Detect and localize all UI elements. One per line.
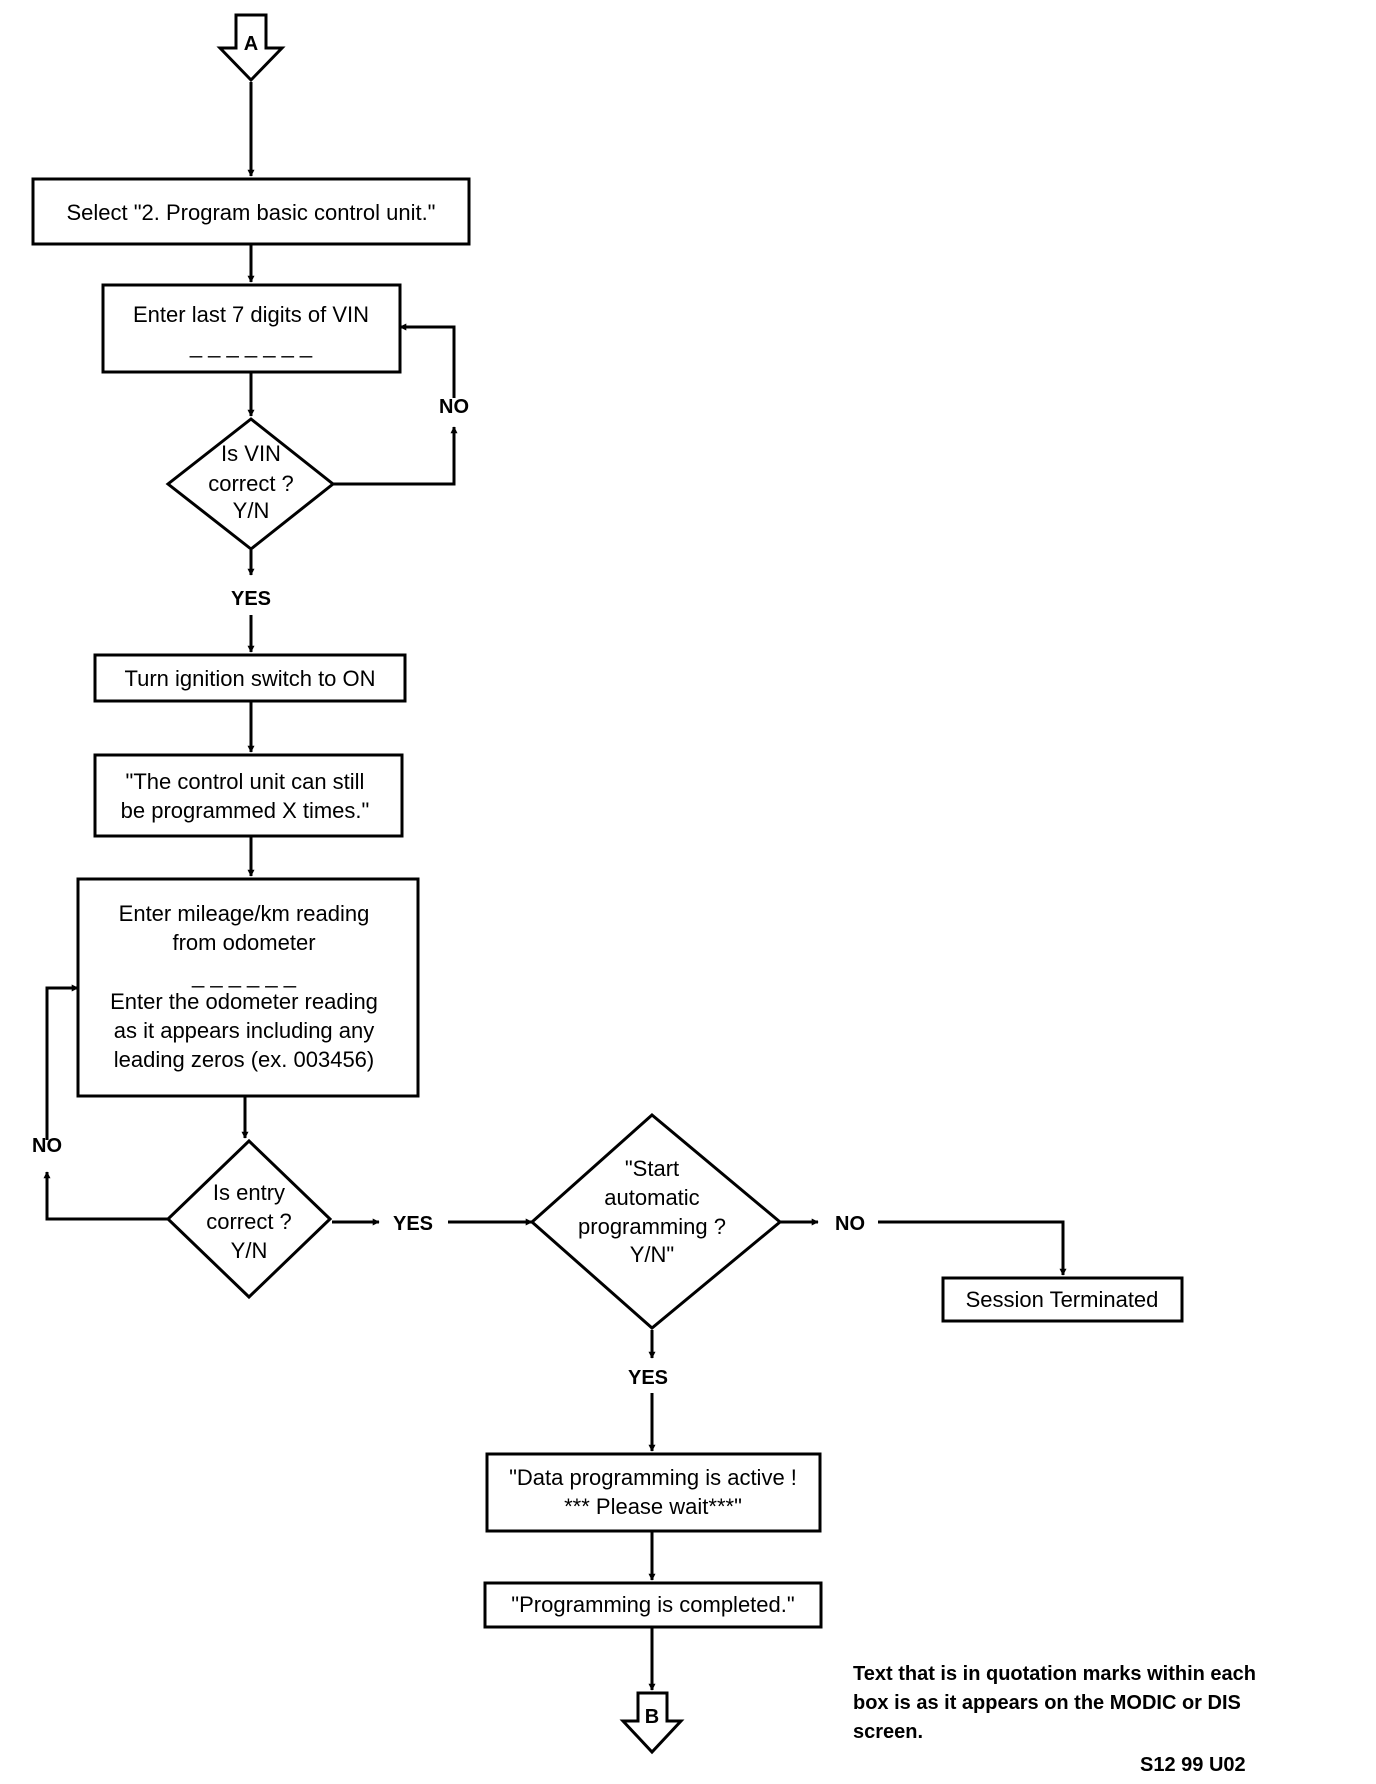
decision-vin-line3: Y/N bbox=[233, 498, 270, 523]
step-data-active: "Data programming is active ! *** Please… bbox=[485, 1452, 822, 1533]
label-vin-no: NO bbox=[439, 396, 469, 418]
step-session-terminated: Session Terminated bbox=[941, 1276, 1184, 1323]
footnote-line3: screen. bbox=[853, 1721, 924, 1743]
step-mileage-line1: Enter mileage/km reading bbox=[119, 901, 370, 926]
step-can-program-line2: be programmed X times." bbox=[121, 798, 370, 823]
decision-start-line1: "Start bbox=[625, 1156, 679, 1181]
step-mileage-line5: as it appears including any bbox=[114, 1018, 375, 1043]
connector-b-label: B bbox=[645, 1706, 659, 1728]
decision-vin-correct: Is VIN correct ? Y/N bbox=[165, 417, 336, 551]
connector-a-label: A bbox=[244, 33, 258, 55]
step-ignition-on-label: Turn ignition switch to ON bbox=[124, 666, 375, 691]
step-can-program-line1: "The control unit can still bbox=[126, 769, 365, 794]
step-ignition-on: Turn ignition switch to ON bbox=[93, 653, 407, 703]
step-select-program-label: Select "2. Program basic control unit." bbox=[66, 200, 435, 225]
arrow-no-to-terminated bbox=[878, 1220, 1067, 1276]
label-start-yes: YES bbox=[628, 1367, 668, 1389]
label-entry-no: NO bbox=[32, 1135, 62, 1157]
step-data-active-line2: *** Please wait***" bbox=[564, 1494, 742, 1519]
footnote-line2: box is as it appears on the MODIC or DIS bbox=[853, 1692, 1241, 1714]
figure-code: S12 99 U02 bbox=[1140, 1754, 1246, 1776]
decision-entry-correct: Is entry correct ? Y/N bbox=[165, 1138, 333, 1300]
decision-start-line3: programming ? bbox=[578, 1214, 726, 1239]
decision-entry-line2: correct ? bbox=[206, 1209, 292, 1234]
footnote: Text that is in quotation marks within e… bbox=[853, 1660, 1353, 1747]
step-session-terminated-label: Session Terminated bbox=[966, 1287, 1159, 1312]
arrow-entry-no-return bbox=[45, 984, 79, 1140]
step-data-active-line1: "Data programming is active ! bbox=[509, 1465, 797, 1490]
arrow-vin-no bbox=[333, 426, 458, 486]
step-enter-mileage: Enter mileage/km reading from odometer _… bbox=[76, 877, 420, 1098]
label-entry-yes: YES bbox=[393, 1213, 433, 1235]
step-enter-vin: Enter last 7 digits of VIN _ _ _ _ _ _ _ bbox=[101, 283, 402, 374]
decision-entry-line1: Is entry bbox=[213, 1180, 285, 1205]
step-mileage-line6: leading zeros (ex. 003456) bbox=[114, 1047, 375, 1072]
step-mileage-line2: from odometer bbox=[172, 930, 315, 955]
decision-start-auto: "Start automatic programming ? Y/N" bbox=[529, 1113, 783, 1330]
decision-entry-line3: Y/N bbox=[231, 1238, 268, 1263]
step-enter-vin-line2: _ _ _ _ _ _ _ bbox=[189, 333, 313, 358]
connector-a: A bbox=[216, 13, 286, 83]
connector-b: B bbox=[619, 1691, 685, 1755]
arrow-vin-no-return bbox=[399, 323, 456, 398]
step-enter-vin-line1: Enter last 7 digits of VIN bbox=[133, 302, 369, 327]
decision-start-line4: Y/N" bbox=[630, 1242, 674, 1267]
arrow-entry-no bbox=[43, 1171, 168, 1221]
step-mileage-line3: _ _ _ _ _ _ bbox=[191, 963, 297, 988]
footnote-line1: Text that is in quotation marks within e… bbox=[853, 1663, 1257, 1685]
decision-vin-line1: Is VIN bbox=[221, 441, 281, 466]
step-mileage-line4: Enter the odometer reading bbox=[110, 989, 378, 1014]
step-can-program: "The control unit can still be programme… bbox=[93, 753, 404, 838]
decision-vin-line2: correct ? bbox=[208, 471, 294, 496]
step-completed: "Programming is completed." bbox=[483, 1581, 823, 1629]
step-select-program: Select "2. Program basic control unit." bbox=[31, 177, 471, 246]
label-start-no: NO bbox=[835, 1213, 865, 1235]
decision-start-line2: automatic bbox=[604, 1185, 699, 1210]
label-vin-yes: YES bbox=[231, 588, 271, 610]
step-completed-label: "Programming is completed." bbox=[511, 1592, 794, 1617]
